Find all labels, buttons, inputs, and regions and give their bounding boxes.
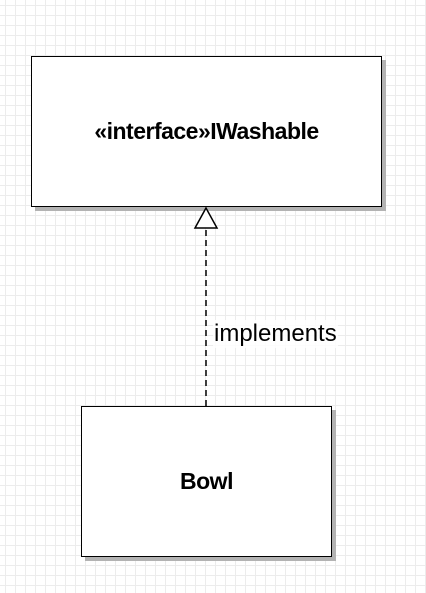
hollow-triangle-arrowhead-icon	[193, 206, 219, 229]
interface-node-label: «interface»IWashable	[94, 118, 319, 144]
class-node-bowl[interactable]: Bowl	[81, 406, 332, 557]
class-node-label: Bowl	[180, 468, 233, 494]
realization-edge-label: implements	[213, 320, 338, 348]
interface-node-iwashable[interactable]: «interface»IWashable	[31, 56, 382, 207]
